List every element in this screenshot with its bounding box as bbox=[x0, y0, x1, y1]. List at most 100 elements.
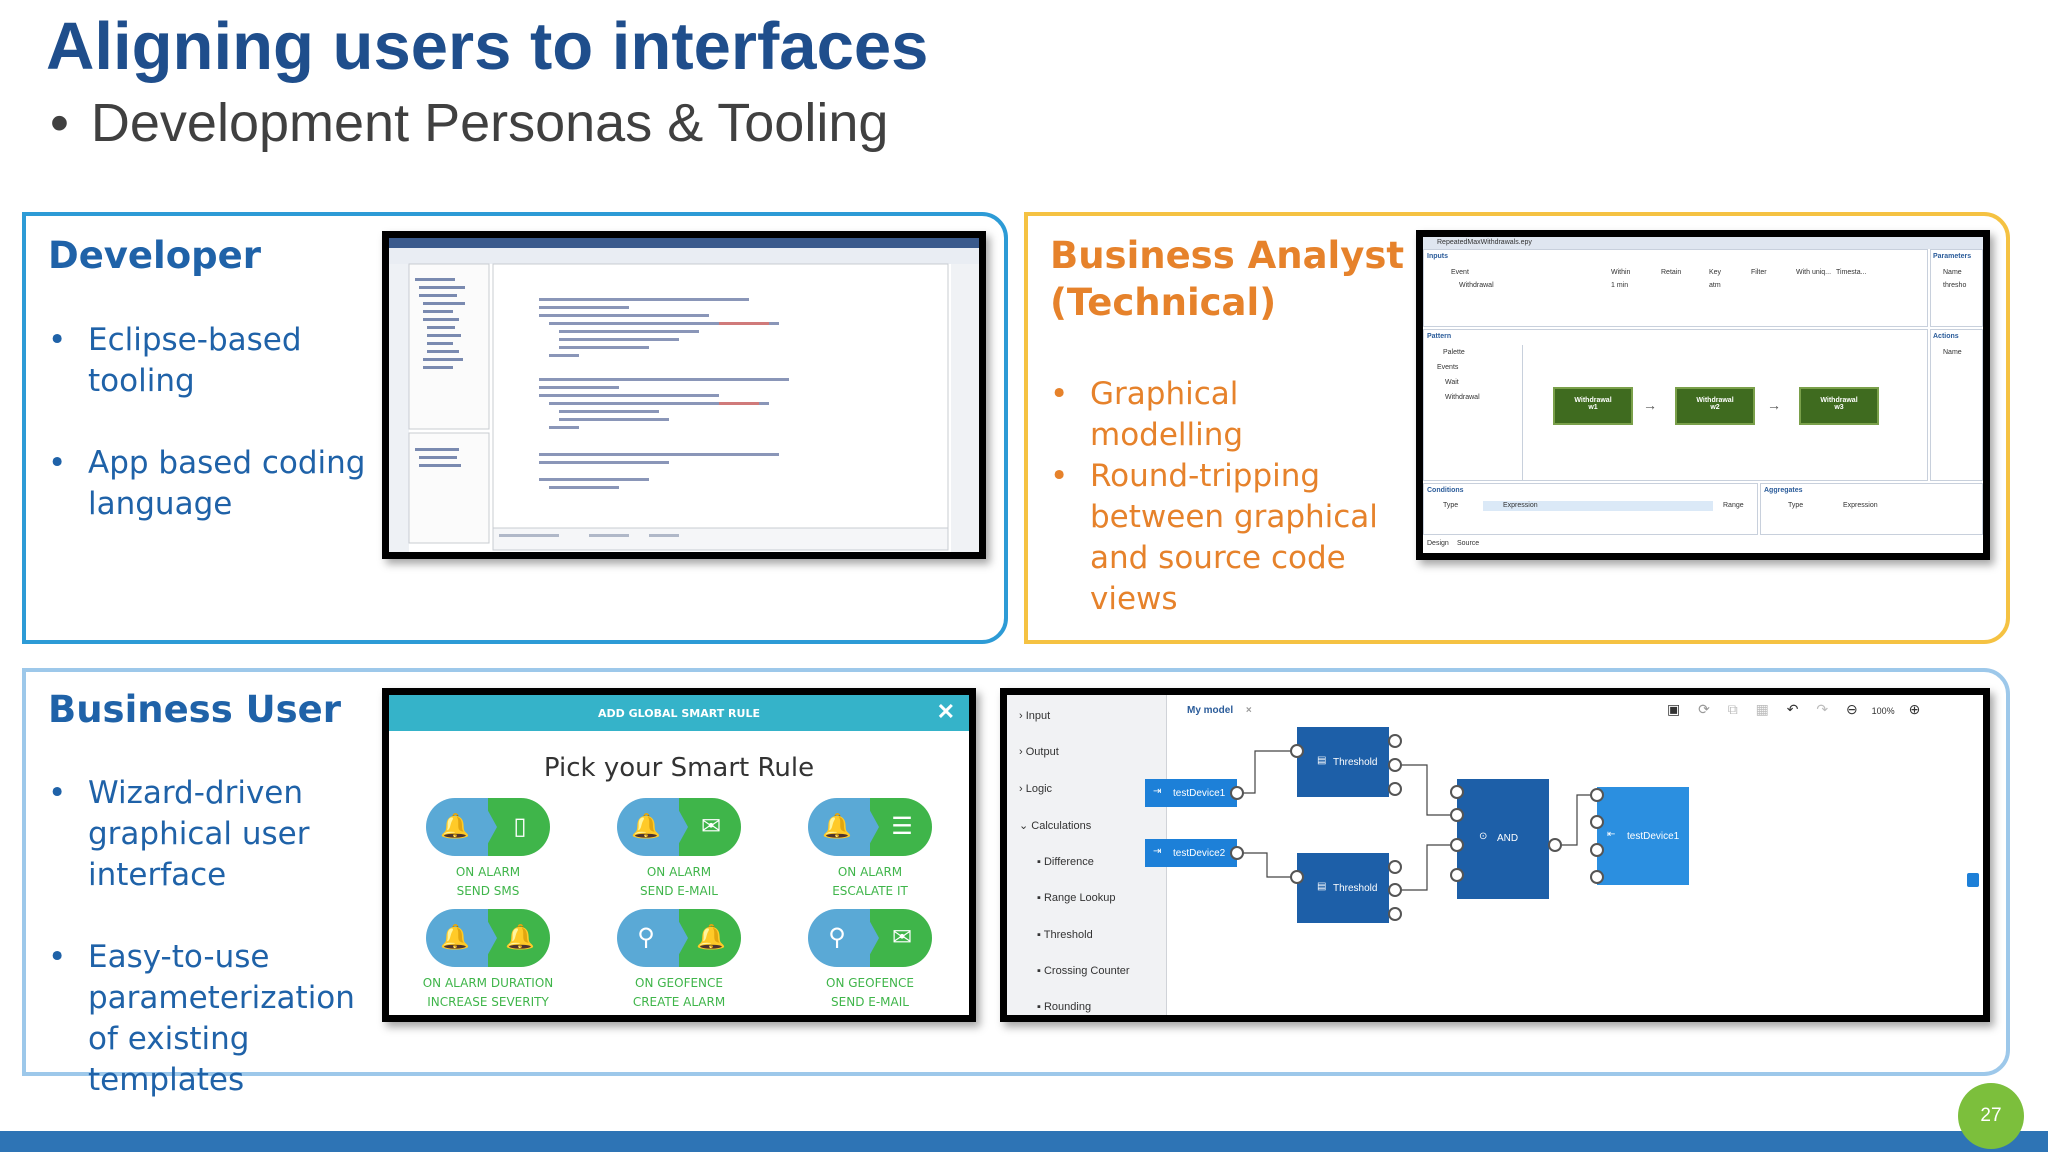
output-device-node[interactable]: ⇤testDevice1 bbox=[1597, 787, 1689, 885]
actions-name: Name bbox=[1943, 349, 1962, 356]
developer-bullet-1: •Eclipse-based tooling bbox=[48, 322, 302, 399]
device2-node[interactable]: ⇥testDevice2 bbox=[1145, 839, 1237, 867]
bell-icon: 🔔 bbox=[696, 924, 726, 951]
zoom-out-icon[interactable]: ⊖ bbox=[1846, 701, 1858, 717]
threshold-node-1[interactable]: ▤Threshold bbox=[1297, 727, 1389, 797]
redo-icon[interactable]: ↷ bbox=[1816, 701, 1829, 717]
analyst-bullet-1: •Graphical modelling bbox=[1050, 376, 1244, 453]
port[interactable] bbox=[1388, 860, 1402, 874]
design-tab[interactable]: Design bbox=[1427, 540, 1449, 547]
menu-input[interactable]: › Input bbox=[1019, 710, 1051, 722]
map-pin-icon: ⚲ bbox=[637, 924, 655, 951]
port[interactable] bbox=[1388, 883, 1402, 897]
business-user-bullet-1: •Wizard-driven graphical user interface bbox=[48, 775, 310, 893]
conditions-type: Type bbox=[1443, 502, 1459, 509]
conditions-range: Range bbox=[1723, 502, 1744, 509]
port[interactable] bbox=[1230, 846, 1244, 860]
rule-duration-severity-button[interactable]: 🔔🔔 bbox=[426, 909, 550, 967]
inputs-label: Inputs bbox=[1427, 253, 1448, 260]
analyst-tab[interactable]: RepeatedMaxWithdrawals.epy bbox=[1437, 239, 1532, 246]
menu-rounding[interactable]: ▪ Rounding bbox=[1037, 1001, 1092, 1013]
bell-icon: 🔔 bbox=[822, 813, 852, 840]
rule-alarm-sms-button[interactable]: 🔔▯ bbox=[426, 798, 550, 856]
save-icon[interactable]: ▣ bbox=[1667, 701, 1681, 717]
conditions-label: Conditions bbox=[1427, 487, 1464, 494]
port[interactable] bbox=[1388, 758, 1402, 772]
toolbar: ▣ ⟳ ⧉ ▦ ↶ ↷ ⊖ 100% ⊕ bbox=[1667, 701, 1920, 718]
bell-icon: 🔔 bbox=[440, 924, 470, 951]
port[interactable] bbox=[1450, 868, 1464, 882]
palette-label: Palette bbox=[1443, 349, 1465, 356]
port[interactable] bbox=[1388, 907, 1402, 921]
slide-title: Aligning users to interfaces bbox=[46, 9, 929, 84]
rule-alarm-escalate-button[interactable]: 🔔☰ bbox=[808, 798, 932, 856]
menu-logic[interactable]: › Logic bbox=[1019, 783, 1053, 795]
port[interactable] bbox=[1290, 870, 1304, 884]
port[interactable] bbox=[1590, 815, 1604, 829]
source-tab[interactable]: Source bbox=[1457, 540, 1480, 547]
events-label: Events bbox=[1437, 364, 1459, 371]
menu-crossing-counter[interactable]: ▪ Crossing Counter bbox=[1037, 965, 1130, 977]
developer-bullet-2: •App based coding language bbox=[48, 445, 366, 522]
actions-label: Actions bbox=[1933, 333, 1959, 340]
arrow-icon: → bbox=[1643, 397, 1657, 413]
menu-output[interactable]: › Output bbox=[1019, 746, 1059, 758]
close-icon[interactable]: ✕ bbox=[936, 699, 955, 724]
smart-rule-heading: Pick your Smart Rule bbox=[543, 753, 815, 783]
rule-geofence-email-button[interactable]: ⚲✉ bbox=[808, 909, 932, 967]
port[interactable] bbox=[1450, 785, 1464, 799]
envelope-icon: ✉ bbox=[700, 813, 722, 840]
rule-alarm-email-button[interactable]: 🔔✉ bbox=[617, 798, 741, 856]
undo-icon[interactable]: ↶ bbox=[1786, 701, 1799, 717]
developer-panel bbox=[22, 212, 1008, 644]
zoom-level: 100% bbox=[1871, 706, 1895, 716]
analyst-title: Business Analyst (Technical) bbox=[1050, 234, 1405, 324]
port[interactable] bbox=[1450, 808, 1464, 822]
refresh-icon[interactable]: ⟳ bbox=[1698, 701, 1710, 717]
port[interactable] bbox=[1590, 788, 1604, 802]
analyst-bullet-2: •Round-tripping between graphical and so… bbox=[1050, 458, 1378, 617]
device1-node[interactable]: ⇥testDevice1 bbox=[1145, 779, 1237, 807]
port[interactable] bbox=[1388, 734, 1402, 748]
param-name: Name bbox=[1943, 269, 1962, 276]
conditions-expression: Expression bbox=[1503, 502, 1538, 509]
and-node[interactable]: ⊙AND bbox=[1457, 779, 1549, 899]
port[interactable] bbox=[1450, 838, 1464, 852]
port[interactable] bbox=[1388, 782, 1402, 796]
port[interactable] bbox=[1590, 870, 1604, 884]
menu-difference[interactable]: ▪ Difference bbox=[1037, 856, 1094, 868]
threshold-node-2[interactable]: ▤Threshold bbox=[1297, 853, 1389, 923]
page-number-badge: 27 bbox=[1958, 1083, 2024, 1149]
menu-range-lookup[interactable]: ▪ Range Lookup bbox=[1037, 892, 1116, 904]
menu-threshold[interactable]: ▪ Threshold bbox=[1037, 929, 1093, 941]
envelope-icon: ✉ bbox=[891, 924, 913, 951]
threshold-icon: ▤ bbox=[1317, 881, 1327, 892]
copy-icon[interactable]: ⧉ bbox=[1727, 701, 1738, 717]
port[interactable] bbox=[1548, 838, 1562, 852]
pattern-label: Pattern bbox=[1427, 333, 1452, 340]
side-toggle-icon[interactable] bbox=[1967, 873, 1979, 887]
flow-editor-screenshot: › Input › Output › Logic ⌄ Calculations … bbox=[1000, 688, 1990, 1022]
port[interactable] bbox=[1590, 843, 1604, 857]
rule-geofence-alarm-button[interactable]: ⚲🔔 bbox=[617, 909, 741, 967]
bell-icon: 🔔 bbox=[631, 813, 661, 840]
eclipse-ide-image bbox=[389, 238, 979, 552]
model-tab[interactable]: My model × bbox=[1187, 705, 1252, 716]
menu-calculations[interactable]: ⌄ Calculations bbox=[1019, 820, 1092, 832]
zoom-in-icon[interactable]: ⊕ bbox=[1908, 701, 1921, 717]
grid-icon[interactable]: ▦ bbox=[1755, 701, 1769, 717]
port[interactable] bbox=[1230, 786, 1244, 800]
wait-label: Wait bbox=[1445, 379, 1459, 386]
analyst-panel bbox=[1024, 212, 2010, 644]
business-user-title: Business User bbox=[48, 688, 342, 731]
port[interactable] bbox=[1290, 744, 1304, 758]
eclipse-screenshot bbox=[382, 231, 986, 559]
input-icon: ⇥ bbox=[1153, 846, 1162, 857]
